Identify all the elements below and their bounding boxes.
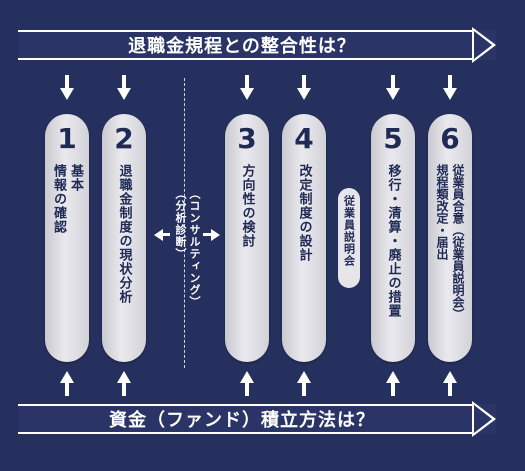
top-arrow: 退職金規程との整合性は？ xyxy=(18,27,496,63)
step-3: 3 方向性の検討 xyxy=(225,114,269,362)
employee-briefing-badge: 従業員説明会 xyxy=(338,188,360,288)
consulting-label: （コンサルティング） （分析診断） xyxy=(174,188,201,308)
step-label: 基本 xyxy=(68,164,83,192)
consulting-line: （コンサルティング） xyxy=(188,188,201,308)
up-arrow-icon xyxy=(443,370,457,396)
up-arrow-icon xyxy=(386,370,400,396)
dotted-divider xyxy=(184,78,185,368)
step-number: 3 xyxy=(237,122,257,155)
step-label: 方向性の検討 xyxy=(239,164,255,248)
down-arrow-icon xyxy=(60,75,74,101)
step-number: 4 xyxy=(294,122,314,155)
step-number: 2 xyxy=(114,122,134,155)
employee-briefing-label: 従業員説明会 xyxy=(342,195,356,267)
step-label: 従業員合意（従業員説明会） xyxy=(451,164,465,320)
down-arrow-icon xyxy=(297,75,311,101)
step-4: 4 改定制度の設計 xyxy=(282,114,326,362)
down-arrow-icon xyxy=(117,75,131,101)
step-5: 5 移行・清算・廃止の措置 xyxy=(371,114,415,362)
step-number: 6 xyxy=(440,122,460,155)
step-6: 6 従業員合意（従業員説明会） 規程類改定・届出 xyxy=(428,114,472,362)
down-arrow-icon xyxy=(240,75,254,101)
step-2: 2 退職金制度の現状分析 xyxy=(102,114,146,362)
step-label: 移行・清算・廃止の措置 xyxy=(385,164,401,318)
down-arrow-icon xyxy=(386,75,400,101)
step-label: 情報の確認 xyxy=(51,164,66,234)
step-label: 改定制度の設計 xyxy=(296,164,312,262)
up-arrow-icon xyxy=(240,370,254,396)
up-arrow-icon xyxy=(60,370,74,396)
top-arrow-label: 退職金規程との整合性は？ xyxy=(128,36,356,57)
bottom-arrow-label: 資金（ファンド）積立方法は？ xyxy=(109,410,375,431)
bottom-arrow: 資金（ファンド）積立方法は？ xyxy=(18,401,496,437)
up-arrow-icon xyxy=(297,370,311,396)
step-number: 5 xyxy=(383,122,403,155)
step-label: 退職金制度の現状分析 xyxy=(116,164,132,304)
down-arrow-icon xyxy=(443,75,457,101)
step-number: 1 xyxy=(57,122,77,155)
step-label: 規程類改定・届出 xyxy=(435,164,449,260)
up-arrow-icon xyxy=(117,370,131,396)
analysis-line: （分析診断） xyxy=(174,188,187,260)
step-1: 1 基本 情報の確認 xyxy=(45,114,89,362)
